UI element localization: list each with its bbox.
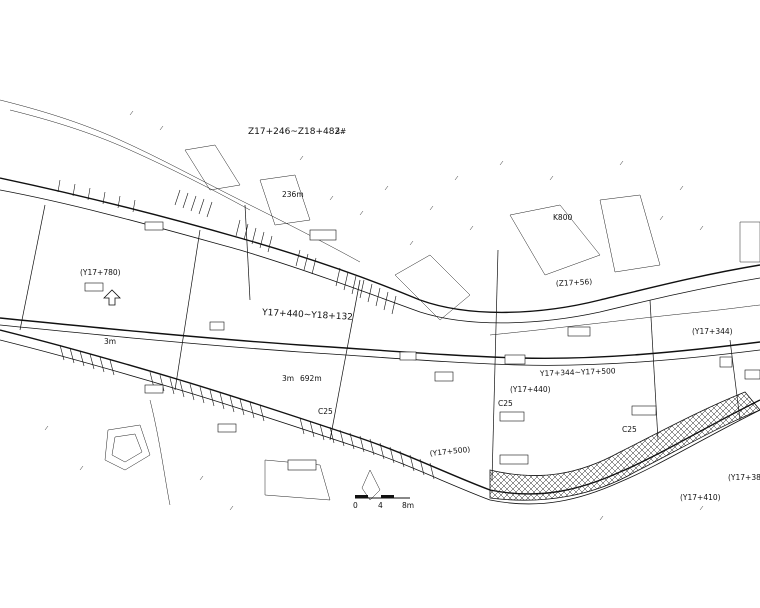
ground-marks — [44, 110, 704, 521]
scale-label-0: 0 — [353, 501, 358, 510]
building-9 — [361, 469, 381, 501]
building-2 — [259, 174, 311, 226]
label-3m: 3m — [282, 374, 294, 383]
label-c25b: C25 — [498, 399, 513, 408]
building-1 — [184, 144, 241, 191]
cross-sections — [19, 204, 741, 481]
label-z17-56: (Z17+56) — [556, 277, 593, 288]
title-range: Z17+246~Z18+482 — [248, 127, 340, 137]
boundary-line-2 — [9, 109, 251, 211]
boundary-line — [0, 99, 361, 263]
label-boxes — [84, 221, 760, 471]
slope-hatch-upper — [57, 179, 397, 315]
building-7-inner — [111, 433, 143, 463]
buildings — [104, 144, 760, 506]
label-y17-344b: (Y17+344) — [692, 327, 733, 336]
label-y17-500: (Y17+500) — [429, 445, 470, 458]
title-suffix: ś# — [336, 127, 346, 136]
road-centerline — [0, 317, 760, 359]
building-6 — [739, 221, 760, 263]
road-edge-upper — [0, 177, 760, 314]
label-y17-780: (Y17+780) — [80, 268, 121, 277]
direction-arrow — [103, 289, 121, 306]
label-y17-440b: (Y17+440) — [510, 385, 551, 394]
label-y17-384: (Y17+384) — [728, 473, 760, 482]
building-3 — [394, 254, 471, 321]
river-edge-lower-2 — [0, 339, 760, 505]
road-edge-far — [489, 304, 760, 336]
label-692m: 692m — [300, 374, 322, 383]
scale-label-4: 4 — [378, 501, 383, 510]
building-5 — [599, 194, 661, 273]
road-edge-upper-2 — [0, 189, 760, 324]
label-y17-410: (Y17+410) — [680, 493, 721, 502]
label-len-236: 236m — [282, 190, 304, 199]
building-7 — [104, 424, 151, 471]
label-y17-440-range: Y17+440~Y18+132 — [261, 308, 353, 323]
label-c25c: C25 — [622, 425, 637, 434]
stone-revetment — [489, 391, 760, 501]
annotations: Z17+246~Z18+482 ś# (Y17+780) Y17+440~Y18… — [80, 127, 760, 502]
terrain-line — [149, 399, 171, 506]
label-3m: 3m — [104, 337, 116, 346]
scale-label-8: 8m — [402, 501, 414, 510]
road-edge-lower — [0, 324, 760, 366]
scale-bar: 0 4 8m — [353, 495, 414, 510]
label-k800: K800 — [553, 213, 572, 222]
slope-hatch-lower — [59, 344, 435, 480]
building-4 — [509, 204, 601, 276]
label-y17-344-range: Y17+344~Y17+500 — [539, 366, 616, 378]
label-c25: C25 — [318, 407, 333, 416]
